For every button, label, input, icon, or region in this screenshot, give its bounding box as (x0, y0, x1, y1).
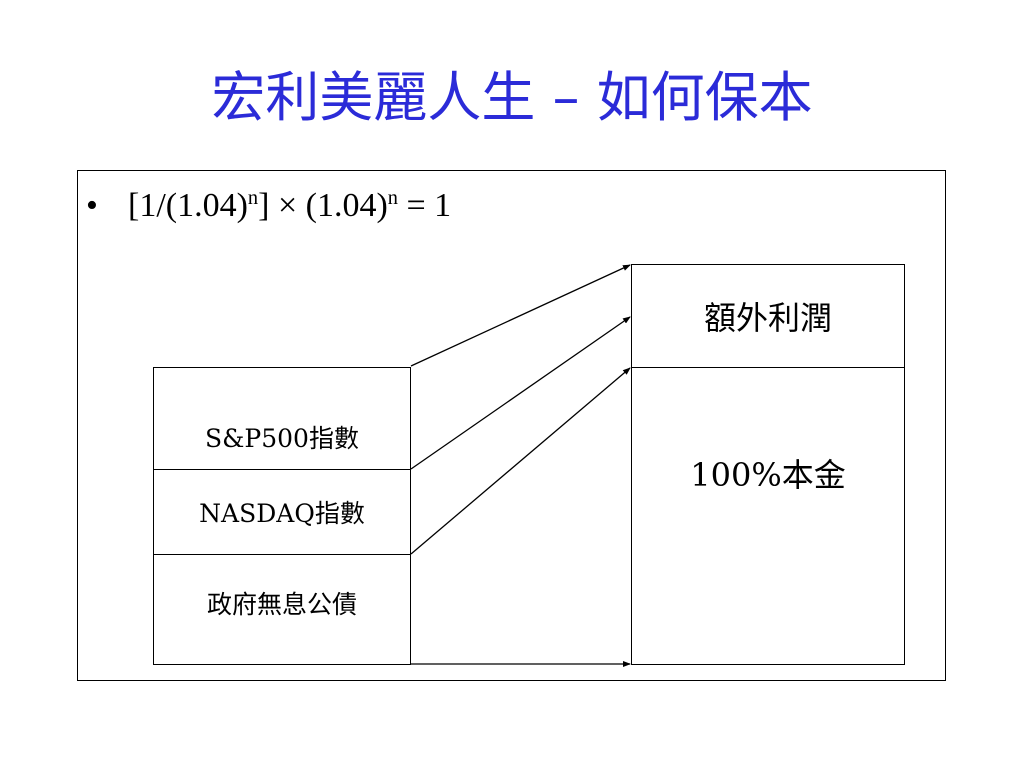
formula-exponent-2: n (387, 186, 398, 209)
formula-part-3: = 1 (397, 187, 452, 224)
content-frame (77, 170, 946, 681)
sp500-index-box: S&P500指數 (153, 367, 411, 470)
formula-bullet: •[1/(1.04)n] × (1.04)n = 1 (86, 184, 451, 228)
arrow-nasdaq-to-profit (410, 367, 631, 555)
sp500-index-label: S&P500指數 (205, 423, 359, 453)
government-zero-coupon-bond-label: 政府無息公債 (206, 590, 357, 619)
government-zero-coupon-bond-box: 政府無息公債 (153, 554, 411, 665)
bullet-dot: • (86, 187, 98, 224)
principal-label: 100%本金 (690, 456, 846, 494)
extra-profit-box: 額外利潤 (631, 264, 905, 368)
nasdaq-index-label: NASDAQ指數 (199, 499, 365, 528)
formula-part-1: [1/(1.04) (128, 187, 248, 224)
formula-part-2: ] × (1.04) (258, 187, 388, 224)
arrow-sp500-to-profit-2 (410, 316, 631, 470)
extra-profit-label: 額外利潤 (703, 299, 832, 337)
arrow-sp500-to-profit (410, 264, 631, 367)
formula-exponent-1: n (247, 186, 259, 209)
principal-box: 100%本金 (631, 367, 905, 665)
slide-title: 宏利美麗人生 – 如何保本 (211, 66, 813, 129)
